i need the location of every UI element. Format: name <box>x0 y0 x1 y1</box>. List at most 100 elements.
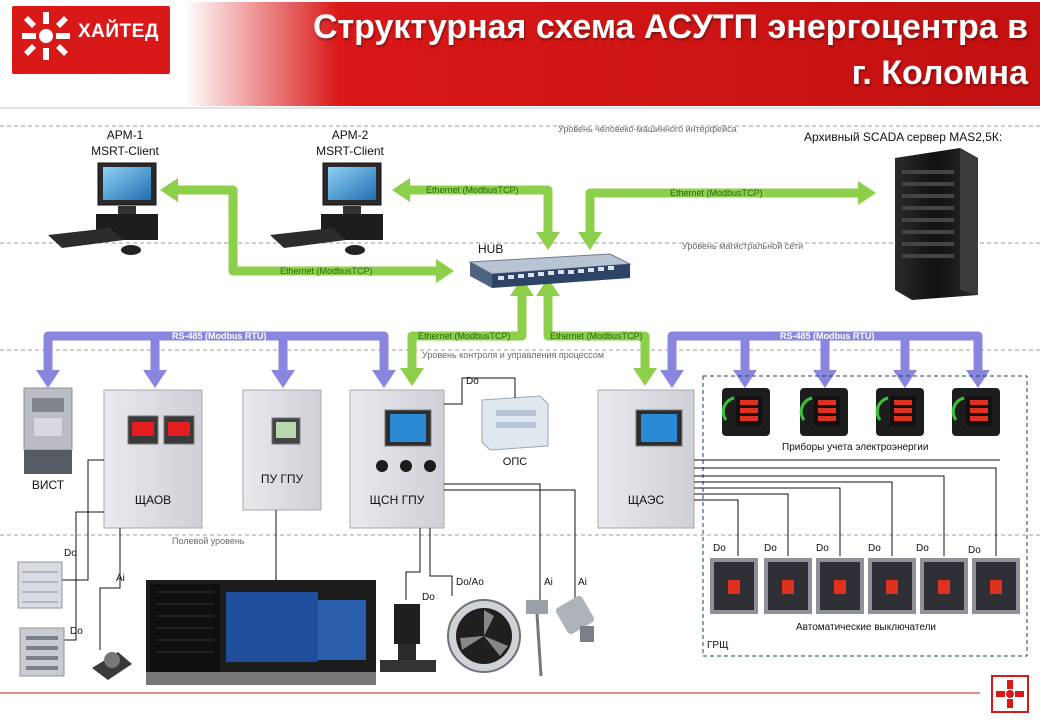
eth-shchaes-path <box>543 290 650 372</box>
footer-logo-icon <box>991 675 1029 713</box>
signal-ai-temp: Ai <box>544 577 553 588</box>
energy-meter-4 <box>951 388 1000 436</box>
signal-do-breaker-6: Do <box>968 545 981 556</box>
cabinet-pu-gpu <box>242 389 322 511</box>
signal-wires <box>62 377 1000 650</box>
circuit-breaker-2 <box>764 558 812 614</box>
level-label-control: Уровень контроля и управления процессом <box>422 350 605 360</box>
level-label-hmi: Уровень человеко-машинного интерфейса <box>558 124 737 134</box>
page-title-line2: г. Коломна <box>851 54 1028 92</box>
arm1-title: АРМ-1 <box>106 128 144 142</box>
eth-head-server <box>858 181 876 205</box>
logo-tagline: МАКСИМУМ ЭНЕРГИИ <box>38 62 158 74</box>
eth-shchsn-path <box>407 290 527 372</box>
cabinet-shchsn-gpu <box>349 389 445 529</box>
eth-arm1-path <box>175 185 440 276</box>
breakers-label: Автоматические выключатели <box>796 622 937 633</box>
eth-head-hub-top2 <box>578 232 602 250</box>
signal-do-heater: Do <box>70 626 83 637</box>
title-band: Структурная схема АСУТП энергоцентра в г… <box>185 2 1040 106</box>
signal-do-ops: Do <box>466 376 479 387</box>
logo-name: ХАЙТЕД <box>78 21 159 42</box>
cabinet-shchaes <box>597 389 695 529</box>
level-label-backbone: Уровень магистральной сети <box>682 241 804 251</box>
circuit-breaker-4 <box>868 558 916 614</box>
signal-do-breaker-3: Do <box>816 543 829 554</box>
level-label-field: Полевой уровень <box>172 536 245 546</box>
rs-label-right: RS-485 (Modbus RTU) <box>780 331 875 341</box>
circulation-pump <box>380 604 436 672</box>
energy-meter-1 <box>721 388 770 436</box>
signal-do-pump: Do <box>422 592 435 603</box>
wire-b1 <box>694 499 739 556</box>
ethernet-links <box>175 185 860 372</box>
eth-head-arm2 <box>392 178 410 202</box>
signal-do-breaker-2: Do <box>764 543 777 554</box>
wire-pump <box>405 528 421 600</box>
signal-ai-pressure: Ai <box>578 577 587 588</box>
eth-head-hub-bottom1 <box>510 278 534 296</box>
vist-label: ВИСТ <box>31 478 65 492</box>
axial-fan <box>447 599 521 673</box>
eth-head-shchsn <box>400 368 424 386</box>
eth-head-shchaes <box>633 368 657 386</box>
eth-label-arm1: Ethernet (ModbusTCP) <box>280 266 373 276</box>
workstation-arm2 <box>270 162 383 255</box>
page-title-line1: Структурная схема АСУТП энергоцентра в <box>312 8 1028 46</box>
ops-label: ОПС <box>502 456 528 468</box>
signal-do-breaker-5: Do <box>916 543 929 554</box>
network-hub <box>468 253 632 288</box>
arm2-subtitle: MSRT-Client <box>316 144 384 158</box>
ethernet-arrowheads <box>160 178 876 386</box>
scada-server <box>895 148 978 300</box>
arm2-title: АРМ-2 <box>331 128 369 142</box>
logo: ХАЙТЕД <box>12 6 170 74</box>
gas-generator-unit <box>146 580 376 685</box>
eth-head-hub-top1 <box>536 232 560 250</box>
signal-do-damper: Do <box>64 548 77 559</box>
signal-do-breaker-1: Do <box>713 543 726 554</box>
rs-label-left: RS-485 (Modbus RTU) <box>172 331 267 341</box>
eth-head-hub-left <box>436 259 454 283</box>
eth-head-hub-bottom2 <box>536 278 560 296</box>
wire-heater-do <box>62 511 104 641</box>
vist-meter <box>23 387 73 474</box>
circuit-breaker-1 <box>710 558 758 614</box>
eth-head-arm1 <box>160 178 178 202</box>
temperature-sensor <box>526 600 548 677</box>
rs485-links <box>43 331 983 372</box>
energy-meter-2 <box>799 388 848 436</box>
eth-label-server: Ethernet (ModbusTCP) <box>670 188 763 198</box>
shchaov-label: ЩАОВ <box>134 493 172 507</box>
ops-unit <box>481 395 549 451</box>
eth-arm2-path <box>410 185 553 238</box>
wire-pressure <box>444 489 576 598</box>
energy-meter-3 <box>875 388 924 436</box>
cabinet-shchaov <box>103 389 203 529</box>
signal-do-breaker-4: Do <box>868 543 881 554</box>
eth-server-path <box>585 188 860 238</box>
pressure-sensor <box>555 595 595 642</box>
arm1-subtitle: MSRT-Client <box>91 144 159 158</box>
eth-label-shchsn: Ethernet (ModbusTCP) <box>418 331 511 341</box>
eth-label-shchaes: Ethernet (ModbusTCP) <box>550 331 643 341</box>
shchaes-label: ЩАЭС <box>627 493 665 507</box>
wire-damper-do <box>62 459 104 581</box>
damper-actuator <box>92 652 132 680</box>
air-heater <box>19 627 65 677</box>
signal-doao-fan: Do/Ao <box>456 577 484 588</box>
shchsn-gpu-label: ЩСН ГПУ <box>369 493 425 507</box>
hub-label: HUB <box>478 242 504 256</box>
eth-label-arm2: Ethernet (ModbusTCP) <box>426 185 519 195</box>
rs485-arrowheads <box>36 370 990 388</box>
workstation-arm1 <box>48 162 158 255</box>
server-label: Архивный SCADA сервер MAS2,5К: <box>804 130 1003 144</box>
grshch-boundary <box>702 375 1028 657</box>
wire-damper-ai <box>99 528 121 650</box>
wire-fan <box>429 528 453 596</box>
signal-ai-damper: Ai <box>116 573 125 584</box>
logo-sun-icon <box>22 12 70 60</box>
meters-label: Приборы учета электроэнергии <box>782 442 929 453</box>
air-damper <box>17 561 63 609</box>
